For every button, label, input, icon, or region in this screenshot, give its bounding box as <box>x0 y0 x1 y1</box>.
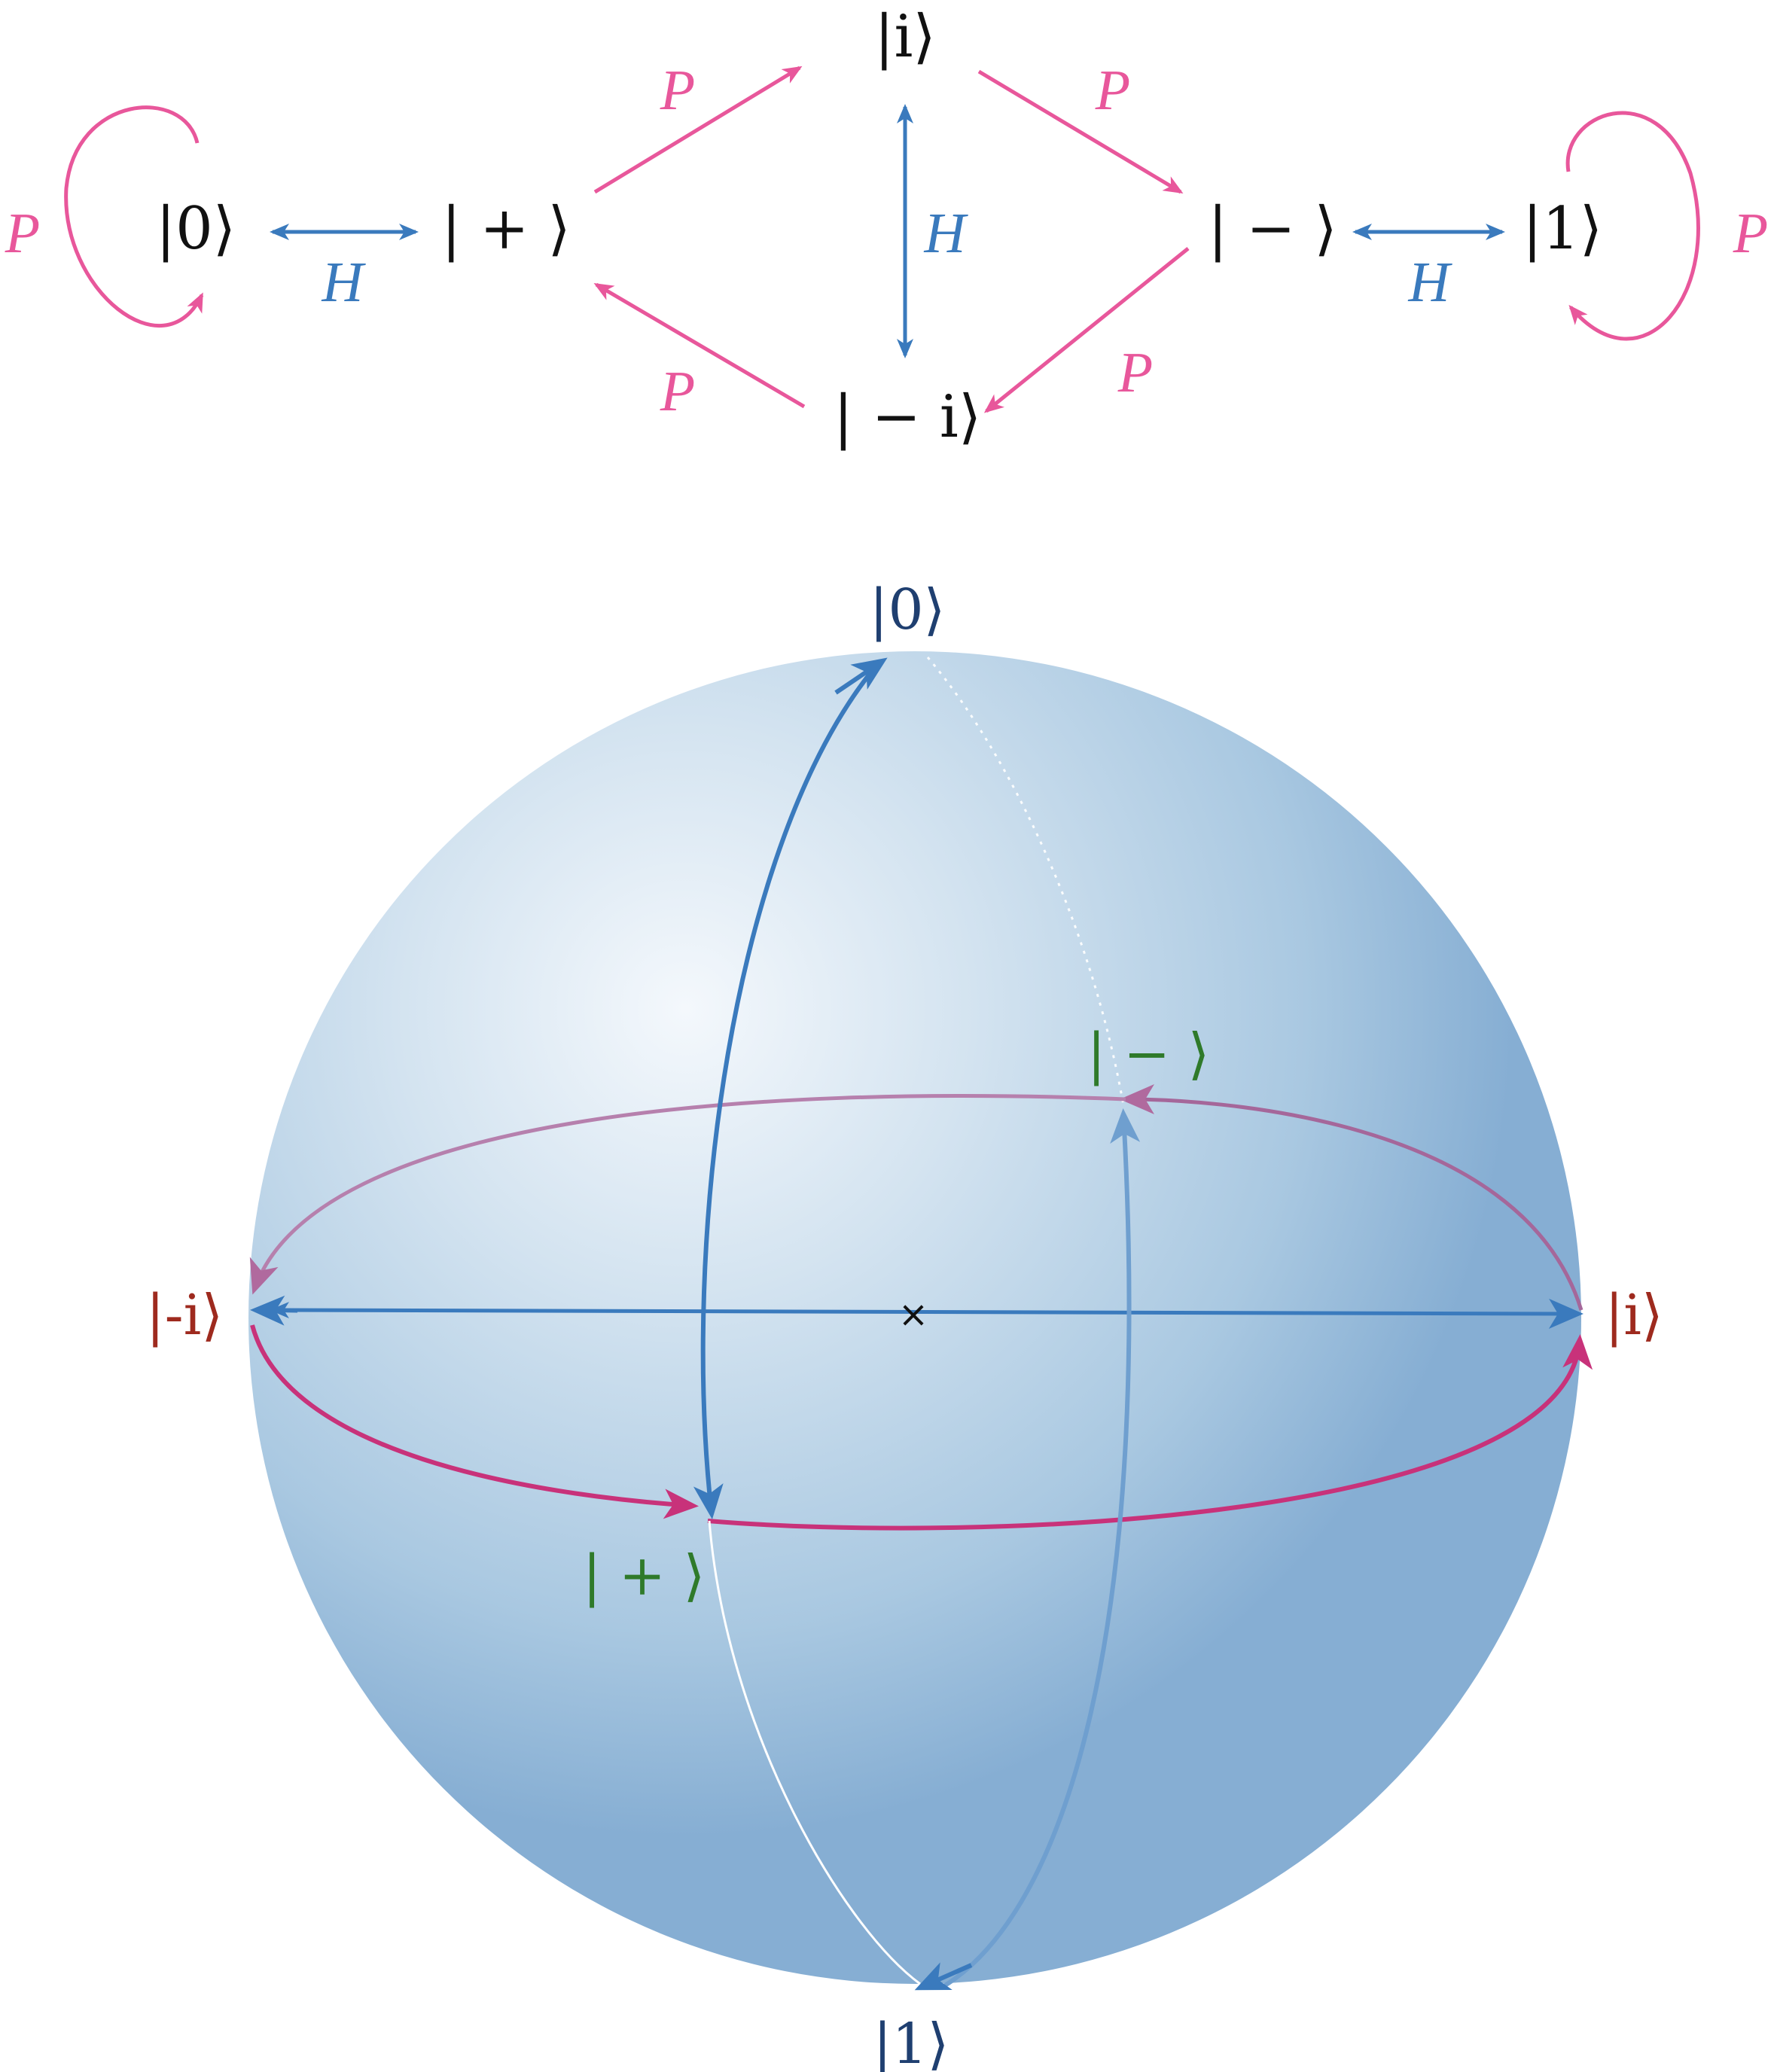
back-meridian-dashed <box>926 657 1125 1106</box>
p-loop-one <box>1565 111 1700 341</box>
sphere-label-minus: | − ⟩ <box>1087 1022 1210 1086</box>
sphere-label-i: |i⟩ <box>1605 1283 1663 1348</box>
meridian-one-to-minus <box>940 1108 1141 1990</box>
h-axis-arrow-left <box>250 1295 298 1326</box>
label-p-i-minus: P <box>1095 59 1130 122</box>
equator-front-left <box>250 1324 699 1519</box>
label-h-i-minus-i: H <box>924 202 969 265</box>
bloch-sphere: × |0⟩ |1⟩ |i⟩ |-i⟩ | + ⟩ | − ⟩ <box>146 577 1663 2072</box>
graph-ket-zero: |0⟩ <box>156 195 236 263</box>
meridian-arrow-at-zero <box>834 657 888 695</box>
label-p-minus-i-plus: P <box>660 360 695 423</box>
label-p-loop-zero: P <box>5 202 40 265</box>
meridian-zero-to-plus <box>693 665 878 1519</box>
equator-back-left <box>249 1094 1126 1295</box>
meridian-plus-to-one-white <box>708 1520 921 1985</box>
transition-graph: |0⟩ | + ⟩ |i⟩ | − i⟩ | − ⟩ |1⟩ P P P P P… <box>5 3 1768 451</box>
p-loop-zero <box>64 105 204 328</box>
graph-ket-i: |i⟩ <box>874 3 936 71</box>
h-axis-i-minus-i <box>270 1298 1583 1329</box>
label-h-zero-plus: H <box>322 251 367 314</box>
p-arrow-minus-minus-i <box>983 247 1190 413</box>
label-p-loop-one: P <box>1733 202 1768 265</box>
p-arrow-i-minus <box>977 69 1184 194</box>
label-h-minus-one: H <box>1408 251 1453 314</box>
graph-ket-minus-i: | − i⟩ <box>834 383 982 451</box>
p-arrow-minus-i-plus <box>593 282 806 409</box>
meridian-arrow-at-one <box>914 1962 973 1991</box>
center-marker: × <box>898 1293 928 1336</box>
sphere-label-zero: |0⟩ <box>870 577 946 642</box>
graph-ket-minus: | − ⟩ <box>1208 195 1337 263</box>
sphere-label-one: |1⟩ <box>873 2012 949 2072</box>
label-p-minus-minus-i: P <box>1117 341 1153 404</box>
graph-ket-plus: | + ⟩ <box>441 195 571 263</box>
graph-ket-one: |1⟩ <box>1523 195 1602 263</box>
label-p-plus-i: P <box>660 59 695 122</box>
sphere-label-plus: | + ⟩ <box>583 1543 706 1608</box>
p-arrow-plus-i <box>593 66 803 194</box>
sphere-label-minus-i: |-i⟩ <box>146 1283 223 1348</box>
equator-back-right <box>1120 1084 1583 1311</box>
equator-front-right <box>707 1334 1593 1531</box>
